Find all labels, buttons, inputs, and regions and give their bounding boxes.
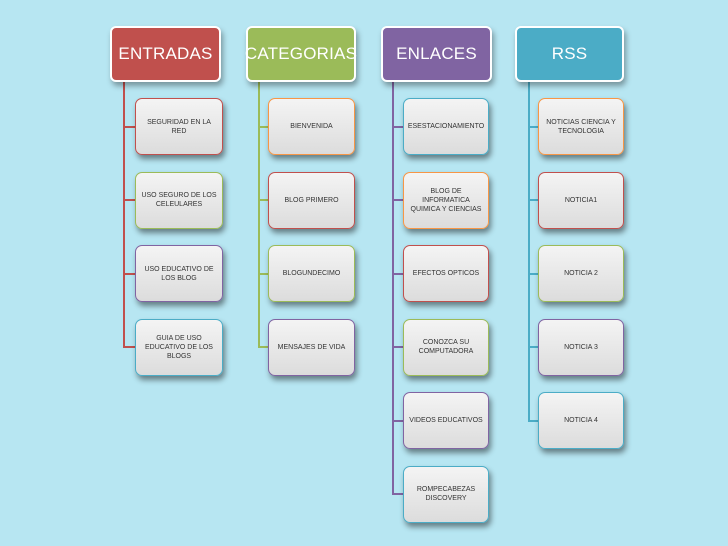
header-categorias[interactable]: CATEGORIAS [245,26,357,82]
node-item[interactable]: NOTICIA 3 [538,318,624,376]
connector-trunk [258,82,260,347]
connector-branch [258,272,268,275]
connector-trunk [123,82,125,347]
connector-branch [392,125,403,128]
node-item[interactable]: NOTICIA 2 [538,245,624,302]
node-item[interactable]: USO EDUCATIVO DE LOS BLOG [135,245,223,302]
connector-branch [123,346,135,348]
connector-branch [123,125,135,128]
header-enlaces[interactable]: ENLACES [381,26,492,82]
connector-branch [258,346,268,348]
node-item[interactable]: GUIA DE USO EDUCATIVO DE LOS BLOGS [135,318,223,376]
header-rss[interactable]: RSS [515,26,624,82]
connector-branch [528,125,538,128]
connector-branch [528,419,538,422]
node-item[interactable]: BLOGUNDECIMO [268,245,355,302]
node-item[interactable]: ROMPECABEZAS DISCOVERY [403,465,489,523]
node-item[interactable]: VIDEOS EDUCATIVOS [403,392,489,449]
connector-trunk [528,82,530,421]
node-item[interactable]: NOTICIA1 [538,171,624,229]
connector-trunk [392,82,394,494]
node-item[interactable]: USO SEGURO DE LOS CELEULARES [135,171,223,229]
connector-branch [392,199,403,201]
node-item[interactable]: MENSAJES DE VIDA [268,318,355,376]
connector-branch [528,272,538,275]
node-item[interactable]: BIENVENIDA [268,98,355,155]
header-entradas[interactable]: ENTRADAS [110,26,221,82]
connector-branch [392,272,403,275]
connector-branch [123,272,135,275]
node-item[interactable]: NOTICIAS CIENCIA Y TECNOLOGIA [538,98,624,155]
connector-branch [392,493,403,495]
connector-branch [528,199,538,201]
node-item[interactable]: ESESTACIONAMIENTO [403,98,489,155]
connector-branch [123,199,135,201]
node-item[interactable]: SEGURIDAD EN LA RED [135,98,223,155]
connector-branch [258,125,268,128]
connector-branch [258,199,268,201]
node-item[interactable]: BLOG PRIMERO [268,171,355,229]
connector-branch [392,346,403,348]
node-item[interactable]: BLOG DE INFORMATICA QUIMICA Y CIENCIAS [403,171,489,229]
node-item[interactable]: EFECTOS OPTICOS [403,245,489,302]
node-item[interactable]: CONOZCA SU COMPUTADORA [403,318,489,376]
connector-branch [528,346,538,348]
node-item[interactable]: NOTICIA 4 [538,392,624,449]
connector-branch [392,419,403,422]
